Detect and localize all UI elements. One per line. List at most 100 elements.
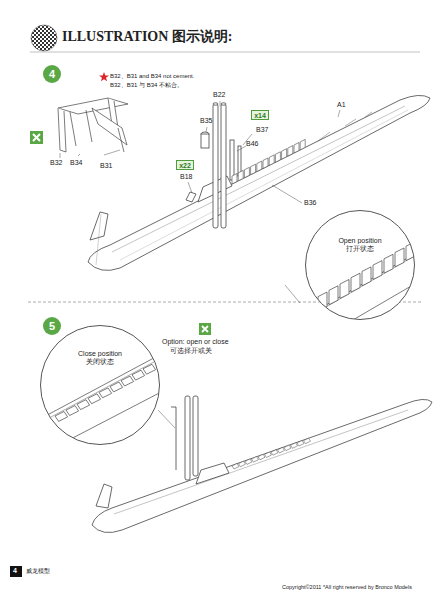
missile-hatch-closed — [258, 454, 265, 460]
bracket-assembly — [118, 128, 124, 152]
part-name: B36 — [304, 199, 316, 207]
missile-hatch-closed — [55, 412, 68, 422]
magnified-hull-closed — [38, 356, 165, 424]
missile-hatch-closed — [143, 364, 156, 374]
note: B32、B31 and B34 not cement. — [110, 73, 194, 80]
page-number: 4 — [13, 567, 17, 575]
part-name: B46 — [246, 140, 258, 148]
detail-caption: Close position — [77, 350, 123, 357]
missile-hatch-open — [232, 139, 305, 184]
missile-hatch-open — [238, 170, 243, 181]
missile-hatch-closed — [99, 388, 112, 398]
leader-line — [188, 182, 192, 193]
missile-hatch-closed — [271, 450, 278, 456]
submarine-hull-step4 — [221, 104, 226, 228]
missile-hatch-closed — [245, 459, 252, 465]
header-decor — [30, 25, 420, 52]
step-number: 4 — [43, 65, 61, 83]
missile-hatch-open — [288, 146, 293, 157]
bracket-assembly — [58, 98, 128, 152]
node-text: 5 — [49, 320, 55, 332]
missile-hatch-open — [362, 267, 371, 286]
missile-hatch-open — [269, 155, 274, 166]
part-name: B37 — [256, 126, 268, 134]
no-glue-icon — [33, 134, 40, 141]
step-number: 5 — [43, 317, 61, 335]
missile-hatch-closed — [297, 441, 304, 447]
missile-hatch-open — [329, 286, 338, 305]
submarine-hull-step5 — [196, 463, 229, 484]
missile-hatch-open — [244, 167, 249, 178]
bracket-assembly — [70, 110, 92, 146]
submarine-hull-step4 — [120, 110, 408, 260]
missile-hatch-open — [340, 280, 349, 299]
part-name: B35 — [200, 117, 212, 125]
magnified-hull-open — [300, 242, 430, 345]
part-name: A1 — [337, 101, 346, 109]
missile-hatch-closed — [88, 394, 101, 404]
missile-hatch-closed — [55, 364, 156, 421]
submarine-hull-step4 — [230, 140, 234, 180]
missile-hatch-open — [263, 158, 268, 169]
submarine-hull-step4 — [221, 103, 226, 105]
missile-hatch-closed — [232, 438, 311, 469]
no-glue-icon — [30, 131, 43, 144]
node-text: 4 — [49, 68, 55, 80]
option-note: Option: open or close — [162, 338, 229, 346]
submarine-hull-step5 — [96, 484, 112, 508]
magnified-hull-closed — [38, 352, 165, 455]
missile-hatch-open — [351, 273, 360, 292]
detail-caption: Open position — [337, 237, 382, 244]
missile-hatch-open — [294, 143, 299, 154]
missile-hatch-open — [318, 242, 415, 311]
note-star — [99, 72, 109, 81]
leader-line — [272, 185, 302, 203]
missile-hatch-open — [282, 149, 287, 160]
missile-hatch-open — [395, 248, 404, 267]
missile-hatch-open — [251, 164, 256, 175]
footer-text: 威龙模型 — [26, 568, 50, 575]
leader-line — [60, 101, 340, 203]
submarine-hull-step4 — [186, 192, 196, 202]
missile-hatch-closed — [239, 461, 246, 467]
missile-hatch-open — [318, 292, 327, 311]
part-name: B34 — [70, 159, 82, 167]
no-glue-icon — [199, 323, 211, 335]
missile-hatch-closed — [66, 406, 79, 416]
magnified-hull-open — [300, 245, 430, 345]
part-name: B32 — [50, 159, 62, 167]
missile-hatch-closed — [252, 457, 259, 463]
missile-hatch-open — [300, 139, 305, 150]
quantity-box: x22 — [176, 160, 194, 170]
leader-line — [206, 127, 207, 132]
detail-circle: Open position打开状态 — [305, 210, 415, 320]
submarine-hull-step5 — [114, 410, 408, 514]
bracket-assembly — [92, 108, 127, 145]
detail-caption: 关闭状态 — [85, 357, 115, 367]
no-glue-icon — [202, 326, 208, 332]
leader-line — [285, 285, 300, 303]
missile-hatch-closed — [284, 445, 291, 451]
missile-hatch-open — [384, 254, 393, 273]
missile-hatch-closed — [265, 452, 272, 458]
part-name: B31 — [100, 162, 112, 170]
leader-line — [158, 410, 175, 428]
node-text: x22 — [179, 162, 191, 169]
option-note: 可选择开或关 — [170, 347, 212, 355]
missile-hatch-closed — [291, 443, 298, 449]
submarine-hull-step4 — [213, 103, 218, 105]
missile-hatch-closed — [304, 438, 311, 444]
submarine-hull-step4 — [201, 134, 209, 148]
submarine-hull-step5 — [193, 396, 198, 476]
missile-hatch-open — [275, 152, 280, 163]
missile-hatch-closed — [278, 447, 285, 453]
detail-caption: 打开状态 — [345, 244, 375, 254]
page-number-box — [10, 566, 22, 577]
submarine-hull-step4 — [213, 104, 218, 228]
magnified-hull-closed — [38, 352, 165, 455]
footer-text: Copyright©2011 *All right reserved by Br… — [282, 584, 412, 590]
missile-hatch-closed — [132, 370, 145, 380]
